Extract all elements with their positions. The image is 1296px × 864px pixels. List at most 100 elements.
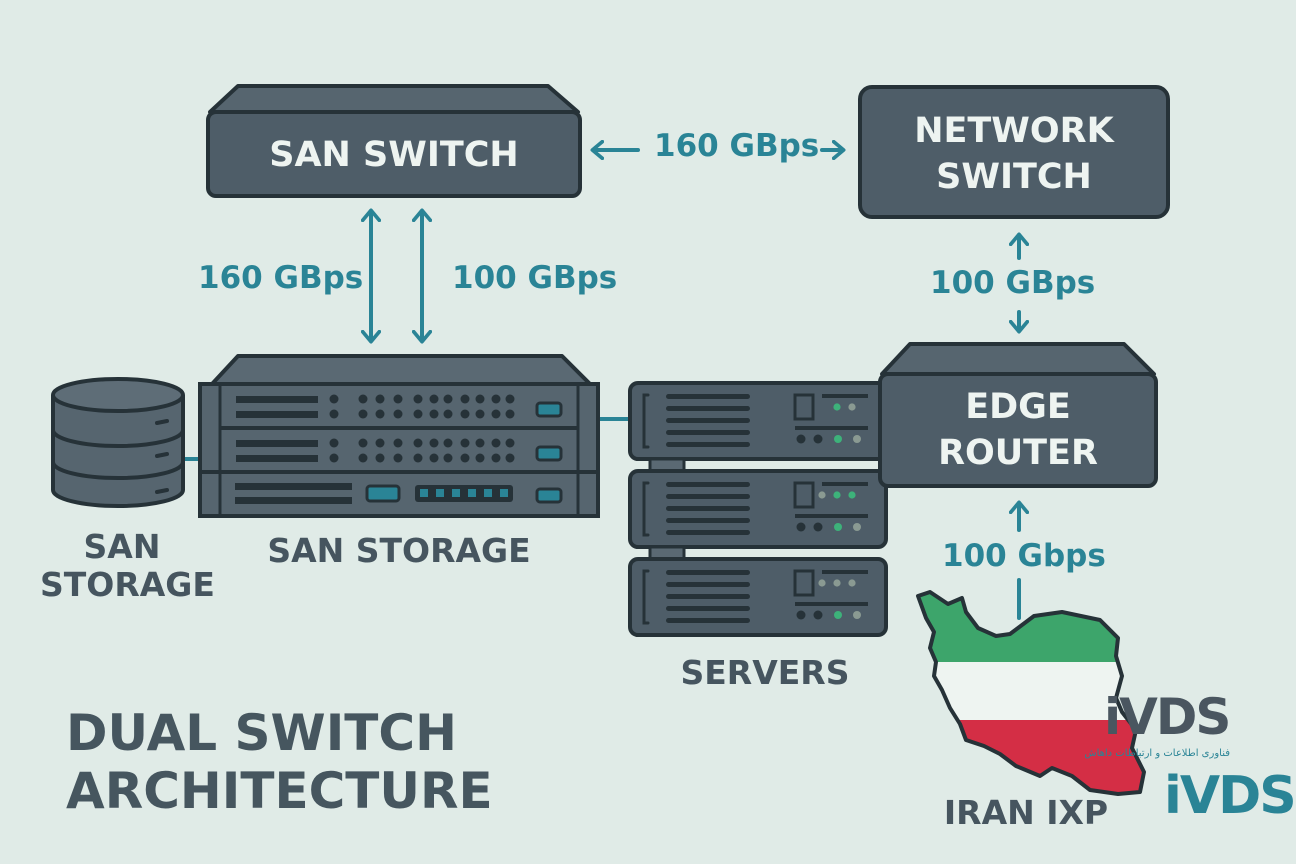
indicator-bar: [822, 570, 868, 574]
led-indicator-icon: [818, 491, 826, 499]
san-switch-device: [206, 84, 582, 198]
led-indicator-icon: [853, 435, 861, 443]
port-dot: [460, 409, 470, 419]
led-indicator-icon: [848, 491, 856, 499]
port-dot: [475, 438, 485, 448]
drive-bay: [793, 481, 815, 509]
port-dot: [358, 409, 368, 419]
ivds-logo-teal: iVDS: [1164, 766, 1296, 826]
edge-router-device: [878, 342, 1158, 488]
network-port-icon: [500, 489, 508, 497]
led-indicator-icon: [853, 611, 861, 619]
network-switch-label: NETWORK SWITCH: [860, 108, 1168, 200]
port-dot: [460, 394, 470, 404]
port-dot: [505, 453, 515, 463]
port-dot: [491, 409, 501, 419]
network-switch-label-line-2: SWITCH: [936, 157, 1092, 197]
port-dot: [375, 438, 385, 448]
port-dot: [329, 409, 339, 419]
led-indicator-icon: [834, 523, 842, 531]
edge-router-label-line-1: EDGE: [965, 387, 1071, 427]
button-icon: [813, 434, 823, 444]
port-dot: [375, 453, 385, 463]
vent-line: [666, 582, 750, 587]
port-dot: [358, 453, 368, 463]
network-port-icon: [484, 489, 492, 497]
ivds-logo-gray: iVDS: [1104, 688, 1231, 746]
button-icon: [796, 610, 806, 620]
server-stack: [628, 381, 888, 637]
port-dot: [413, 394, 423, 404]
speed-label-switch-storage-160: 160 GBps: [198, 260, 364, 296]
servers-caption: SERVERS: [680, 653, 850, 692]
drive-slot: [235, 497, 352, 504]
speed-label-switches: 160 GBps: [654, 128, 820, 164]
button-icon: [813, 522, 823, 532]
led-indicator-icon: [848, 579, 856, 587]
status-led-icon: [535, 445, 563, 462]
port-dot: [491, 394, 501, 404]
diagram-title: DUAL SWITCH ARCHITECTURE: [66, 704, 493, 820]
led-indicator-icon: [848, 403, 856, 411]
network-switch-label-line-1: NETWORK: [914, 111, 1114, 151]
port-dot: [393, 394, 403, 404]
port-dot: [329, 453, 339, 463]
port-dot: [375, 394, 385, 404]
port-dot: [429, 409, 439, 419]
drive-bay: [793, 393, 815, 421]
server-handle: [642, 569, 650, 625]
port-dot: [505, 409, 515, 419]
button-icon: [796, 434, 806, 444]
port-dot: [443, 394, 453, 404]
database-cylinder-icon: [51, 377, 185, 508]
led-indicator-icon: [818, 579, 826, 587]
port-dot: [393, 438, 403, 448]
san-storage-array-caption: SAN STORAGE: [267, 531, 531, 570]
port-dot: [443, 438, 453, 448]
port-dot: [429, 394, 439, 404]
port-dot: [443, 453, 453, 463]
network-port-icon: [468, 489, 476, 497]
ivds-logo-tagline: فناوری اطلاعات و ارتباطات داهاش: [1084, 748, 1230, 759]
port-dot: [475, 394, 485, 404]
network-port-icon: [452, 489, 460, 497]
led-indicator-icon: [833, 491, 841, 499]
port-dot: [393, 409, 403, 419]
network-switch-device: [858, 85, 1170, 219]
drive-slot: [236, 440, 318, 447]
port-dot: [460, 438, 470, 448]
drive-slot: [235, 483, 352, 490]
button-icon: [813, 610, 823, 620]
port-icon: [365, 484, 401, 503]
vent-line: [666, 442, 750, 447]
port-dot: [505, 438, 515, 448]
vent-line: [666, 618, 750, 623]
storage-array-device: [198, 354, 600, 518]
server-handle: [642, 481, 650, 537]
port-dot: [475, 409, 485, 419]
vent-line: [666, 430, 750, 435]
led-indicator-icon: [833, 403, 841, 411]
vent-line: [666, 530, 750, 535]
drive-bay: [793, 569, 815, 597]
port-dot: [393, 453, 403, 463]
san-storage-disk-caption-line-2: STORAGE: [40, 565, 215, 604]
port-dot: [413, 438, 423, 448]
speed-label-netswitch-router: 100 GBps: [930, 265, 1096, 301]
port-dot: [505, 394, 515, 404]
drive-slot: [236, 455, 318, 462]
vent-line: [666, 606, 750, 611]
button-icon: [796, 522, 806, 532]
vent-line: [666, 418, 750, 423]
speed-label-switch-storage-100: 100 GBps: [452, 260, 618, 296]
drive-slot: [236, 411, 318, 418]
port-dot: [491, 453, 501, 463]
diagram-title-line-2: ARCHITECTURE: [66, 762, 493, 820]
indicator-bar: [795, 602, 868, 606]
port-dot: [443, 409, 453, 419]
server-handle: [642, 393, 650, 449]
port-dot: [358, 394, 368, 404]
port-dot: [375, 409, 385, 419]
port-dot: [429, 438, 439, 448]
